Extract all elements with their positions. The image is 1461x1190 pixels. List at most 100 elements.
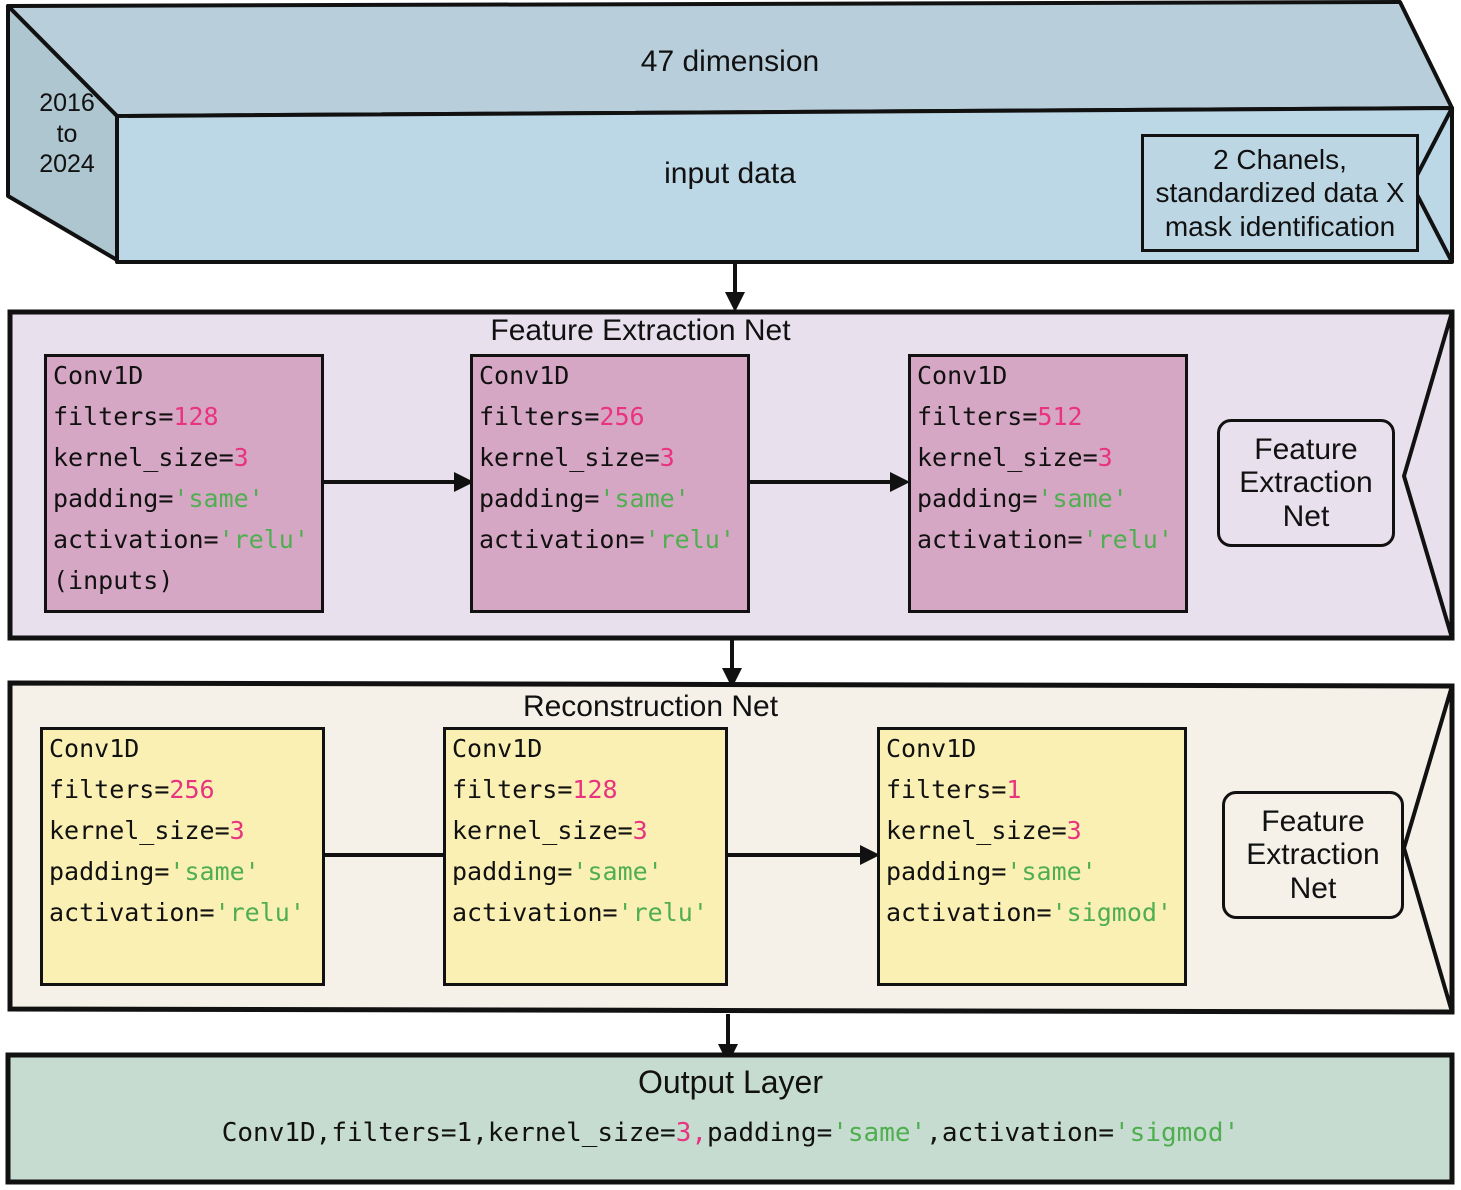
- code-line: activation='relu': [917, 527, 1185, 568]
- badge-line-3: Net: [1282, 499, 1330, 533]
- note-line-3: mask identification: [1164, 210, 1396, 242]
- badge-line-2: Extraction: [1246, 838, 1380, 872]
- code-line: filters=256: [49, 777, 322, 818]
- code-text: padding=: [479, 484, 600, 513]
- code-number: 128: [173, 402, 219, 431]
- reconstruction-panel: Reconstruction Net: [0, 678, 1461, 1018]
- input-top-dimension-text: 47 dimension: [640, 45, 820, 78]
- reconstruction-badge: Feature Extraction Net: [1222, 791, 1404, 919]
- code-string: 'relu': [617, 898, 708, 927]
- code-line: filters=256: [479, 404, 747, 445]
- code-line: padding='same': [53, 486, 321, 527]
- code-line: kernel_size=3: [53, 445, 321, 486]
- code-line: activation='sigmod': [886, 900, 1184, 941]
- code-string: 'same': [572, 857, 663, 886]
- code-line: Conv1D: [53, 363, 321, 404]
- code-text: filters=: [49, 775, 170, 804]
- arrow-feature-2-to-3: [748, 472, 910, 492]
- code-number: 128: [572, 775, 618, 804]
- code-text: Conv1D: [479, 361, 570, 390]
- input-front-text: input data: [664, 157, 796, 190]
- code-line: activation='relu': [452, 900, 725, 941]
- code-line: (inputs): [53, 568, 321, 609]
- code-line: filters=512: [917, 404, 1185, 445]
- code-text: (inputs): [53, 566, 174, 595]
- code-string: 'relu': [218, 525, 309, 554]
- code-line: filters=1: [886, 777, 1184, 818]
- code-line: Conv1D: [917, 363, 1185, 404]
- code-line: Conv1D: [49, 736, 322, 777]
- code-segment-number: 3,: [675, 1118, 708, 1148]
- feature-extraction-panel: Feature Extraction Net: [0, 308, 1461, 642]
- code-line: kernel_size=3: [49, 818, 322, 859]
- code-text: padding=: [452, 857, 573, 886]
- badge-line-2: Extraction: [1239, 466, 1373, 500]
- output-panel-shape: [5, 1052, 1455, 1185]
- code-string: 'same': [599, 484, 690, 513]
- code-line: kernel_size=3: [917, 445, 1185, 486]
- code-text: padding=: [49, 857, 170, 886]
- code-text: kernel_size=: [49, 816, 230, 845]
- code-segment: ,activation=: [926, 1118, 1115, 1148]
- year-start: 2016: [39, 89, 95, 117]
- code-line: padding='same': [452, 859, 725, 900]
- code-text: filters=: [53, 402, 174, 431]
- code-line: padding='same': [49, 859, 322, 900]
- code-text: activation=: [886, 898, 1052, 927]
- code-text: filters=: [452, 775, 573, 804]
- code-number: 256: [599, 402, 645, 431]
- code-text: filters=: [886, 775, 1007, 804]
- code-text: Conv1D: [886, 734, 977, 763]
- code-text: activation=: [452, 898, 618, 927]
- code-string: 'same': [1037, 484, 1128, 513]
- code-line: padding='same': [479, 486, 747, 527]
- code-text: Conv1D: [53, 361, 144, 390]
- code-line: Conv1D: [886, 736, 1184, 777]
- code-text: kernel_size=: [886, 816, 1067, 845]
- arrow-feature-to-reconstruction: [722, 640, 742, 688]
- code-line: activation='relu': [479, 527, 747, 568]
- code-segment: padding=: [707, 1118, 833, 1148]
- code-segment-string: 'same': [832, 1118, 927, 1148]
- code-line: padding='same': [917, 486, 1185, 527]
- code-text: kernel_size=: [452, 816, 633, 845]
- code-number: 3: [1066, 816, 1082, 845]
- code-line: kernel_size=3: [479, 445, 747, 486]
- code-text: kernel_size=: [53, 443, 234, 472]
- code-text: padding=: [917, 484, 1038, 513]
- code-number: 512: [1037, 402, 1083, 431]
- note-line-1: 2 Chanels,: [1213, 144, 1347, 176]
- code-text: filters=: [917, 402, 1038, 431]
- output-layer-panel: Output Layer Conv1D,filters=1,kernel_siz…: [0, 1050, 1461, 1190]
- code-line: activation='relu': [53, 527, 321, 568]
- year-connector: to: [56, 119, 78, 148]
- badge-line-1: Feature: [1261, 804, 1365, 838]
- code-line: Conv1D: [452, 736, 725, 777]
- code-number: 3: [632, 816, 648, 845]
- code-text: padding=: [53, 484, 174, 513]
- code-line: padding='same': [886, 859, 1184, 900]
- code-line: Conv1D: [479, 363, 747, 404]
- code-line: filters=128: [53, 404, 321, 445]
- arrow-feature-1-to-2: [322, 472, 474, 492]
- year-end: 2024: [39, 150, 95, 178]
- code-segment-string: 'sigmod': [1114, 1118, 1240, 1148]
- code-text: kernel_size=: [479, 443, 660, 472]
- code-string: 'same': [173, 484, 264, 513]
- input-cube-shape: [6, 0, 1454, 264]
- code-text: activation=: [53, 525, 219, 554]
- output-layer-title: Output Layer: [638, 1064, 823, 1100]
- badge-line-1: Feature: [1254, 432, 1358, 466]
- code-number: 3: [659, 443, 675, 472]
- code-text: Conv1D: [917, 361, 1008, 390]
- code-string: 'relu': [214, 898, 305, 927]
- feature-extraction-title: Feature Extraction Net: [490, 314, 791, 347]
- code-line: kernel_size=3: [452, 818, 725, 859]
